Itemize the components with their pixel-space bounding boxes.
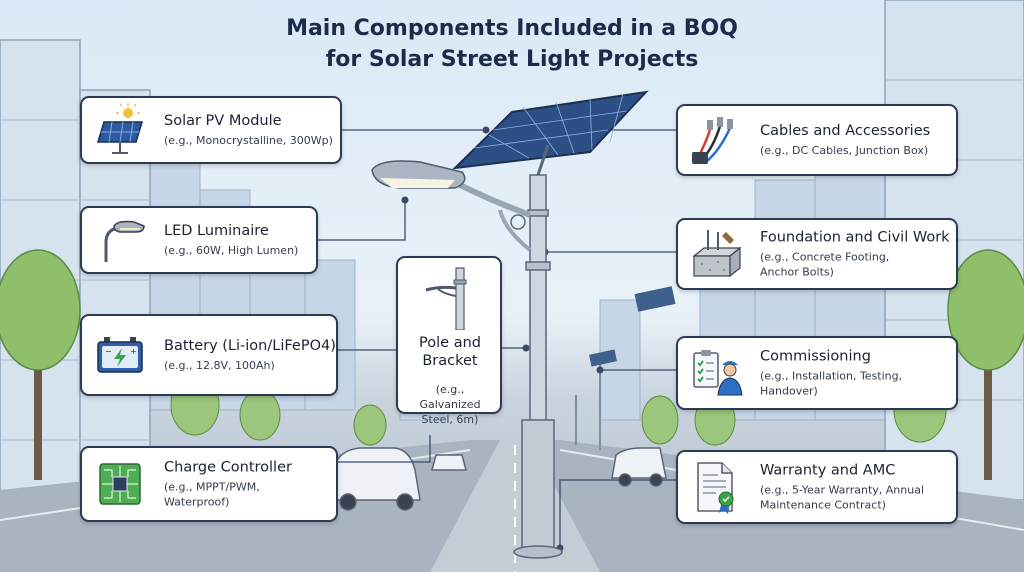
- component-name: Commissioning: [760, 348, 871, 365]
- battery-icon: − +: [97, 337, 143, 373]
- svg-text:+: +: [130, 347, 137, 356]
- component-name: Cables and Accessories: [760, 123, 931, 139]
- led-lamp-icon: [104, 220, 145, 262]
- component-name: Charge Controller: [164, 459, 292, 476]
- technician-checklist-icon: [693, 350, 743, 396]
- component-detail: (e.g., Installation, Testing, Handover): [760, 369, 903, 398]
- card-pole-and-bracket: Pole and Bracket (e.g., Galvanized Steel…: [396, 256, 502, 426]
- component-name: LED Luminaire: [164, 223, 269, 239]
- solar-panel-icon: [96, 103, 144, 154]
- component-detail: (e.g., MPPT/PWM, Waterproof): [164, 480, 260, 509]
- component-detail: (e.g., Monocrystalline, 300Wp): [164, 134, 333, 147]
- pole-bracket-icon: [425, 267, 467, 330]
- component-name: Solar PV Module: [164, 113, 282, 129]
- card-charge-controller: Charge Controller (e.g., MPPT/PWM, Water…: [80, 446, 338, 522]
- card-cables-and-accessories: Cables and Accessories (e.g., DC Cables,…: [676, 104, 958, 176]
- component-name: Battery (Li-ion/LiFePO4): [164, 338, 336, 354]
- card-led-luminaire: LED Luminaire (e.g., 60W, High Lumen): [80, 206, 318, 274]
- component-name: Warranty and AMC: [760, 462, 896, 479]
- svg-text:−: −: [105, 347, 112, 356]
- title-line-2: for Solar Street Light Projects: [325, 47, 699, 72]
- card-commissioning: Commissioning (e.g., Installation, Testi…: [676, 336, 958, 410]
- title-line-1: Main Components Included in a BOQ: [286, 16, 738, 41]
- component-detail: (e.g., 5-Year Warranty, Annual Maintenan…: [760, 483, 925, 512]
- warranty-certificate-icon: [697, 462, 734, 514]
- circuit-chip-icon: [99, 463, 141, 505]
- card-battery: − + Battery (Li-ion/LiFePO4) (e.g., 12.8…: [80, 314, 338, 396]
- card-solar-pv-module: Solar PV Module (e.g., Monocrystalline, …: [80, 96, 342, 164]
- cables-icon: [692, 117, 733, 164]
- concrete-block-icon: [692, 230, 742, 278]
- component-name: Pole and Bracket: [419, 335, 481, 369]
- card-warranty-and-amc: Warranty and AMC (e.g., 5-Year Warranty,…: [676, 450, 958, 524]
- component-detail: (e.g., DC Cables, Junction Box): [760, 144, 929, 157]
- component-detail: (e.g., 60W, High Lumen): [164, 244, 299, 257]
- component-detail: (e.g., Galvanized Steel, 6m): [419, 383, 481, 426]
- component-detail: (e.g., Concrete Footing, Anchor Bolts): [760, 250, 890, 279]
- card-foundation-and-civil-work: Foundation and Civil Work (e.g., Concret…: [676, 218, 958, 290]
- component-detail: (e.g., 12.8V, 100Ah): [164, 359, 275, 372]
- component-name: Foundation and Civil Work: [760, 229, 950, 246]
